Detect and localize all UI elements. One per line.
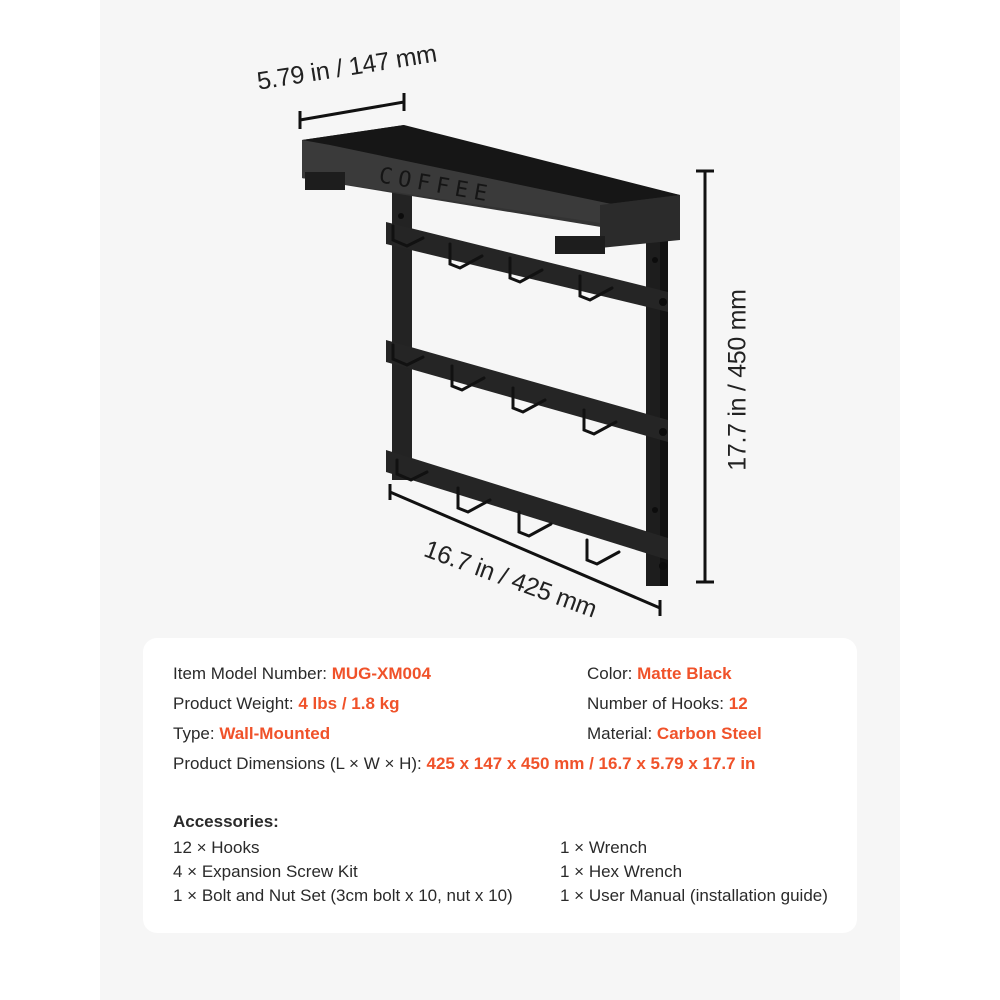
spec-label: Type: xyxy=(173,724,220,743)
spec-label: Product Weight: xyxy=(173,694,299,713)
spec-value: Matte Black xyxy=(637,664,732,683)
height-dimension-line xyxy=(696,169,714,584)
spec-label: Color: xyxy=(587,664,638,683)
height-dimension-label: 17.7 in / 450 mm xyxy=(723,289,752,471)
spec-label: Material: xyxy=(587,724,657,743)
spec-value: Wall-Mounted xyxy=(219,724,331,743)
spec-color: Color: Matte Black xyxy=(587,664,732,684)
spec-weight: Product Weight: 4 lbs / 1.8 kg xyxy=(173,694,399,714)
depth-dimension-line xyxy=(298,93,406,129)
spec-value: 425 x 147 x 450 mm / 16.7 x 5.79 x 17.7 … xyxy=(426,754,756,773)
length-dimension-line xyxy=(388,484,662,616)
spec-type: Type: Wall-Mounted xyxy=(173,724,330,744)
spec-label: Item Model Number: xyxy=(173,664,332,683)
spec-value: 4 lbs / 1.8 kg xyxy=(298,694,400,713)
spec-hooks: Number of Hooks: 12 xyxy=(587,694,748,714)
spec-label: Number of Hooks: xyxy=(587,694,729,713)
spec-model-number: Item Model Number: MUG-XM004 xyxy=(173,664,431,684)
accessory-item: 12 × Hooks xyxy=(173,838,260,857)
accessory-item: 1 × Bolt and Nut Set (3cm bolt x 10, nut… xyxy=(173,886,513,905)
accessory-item: 1 × Hex Wrench xyxy=(560,862,683,881)
accessory-item: 4 × Expansion Screw Kit xyxy=(173,862,358,881)
accessory-item: 1 × User Manual (installation guide) xyxy=(560,886,828,905)
accessory-item: 1 × Wrench xyxy=(560,838,648,857)
mug-rack-illustration: COFFEE xyxy=(298,93,714,616)
spec-dimensions: Product Dimensions (L × W × H): 425 x 14… xyxy=(173,754,755,774)
spec-value: MUG-XM004 xyxy=(331,664,431,683)
spec-label: Product Dimensions (L × W × H): xyxy=(173,754,427,773)
spec-value: 12 xyxy=(728,694,748,713)
spec-value: Carbon Steel xyxy=(656,724,762,743)
spec-card: Item Model Number: MUG-XM004 Product Wei… xyxy=(143,638,857,933)
accessories-title: Accessories: xyxy=(173,812,279,831)
spec-material: Material: Carbon Steel xyxy=(587,724,762,744)
